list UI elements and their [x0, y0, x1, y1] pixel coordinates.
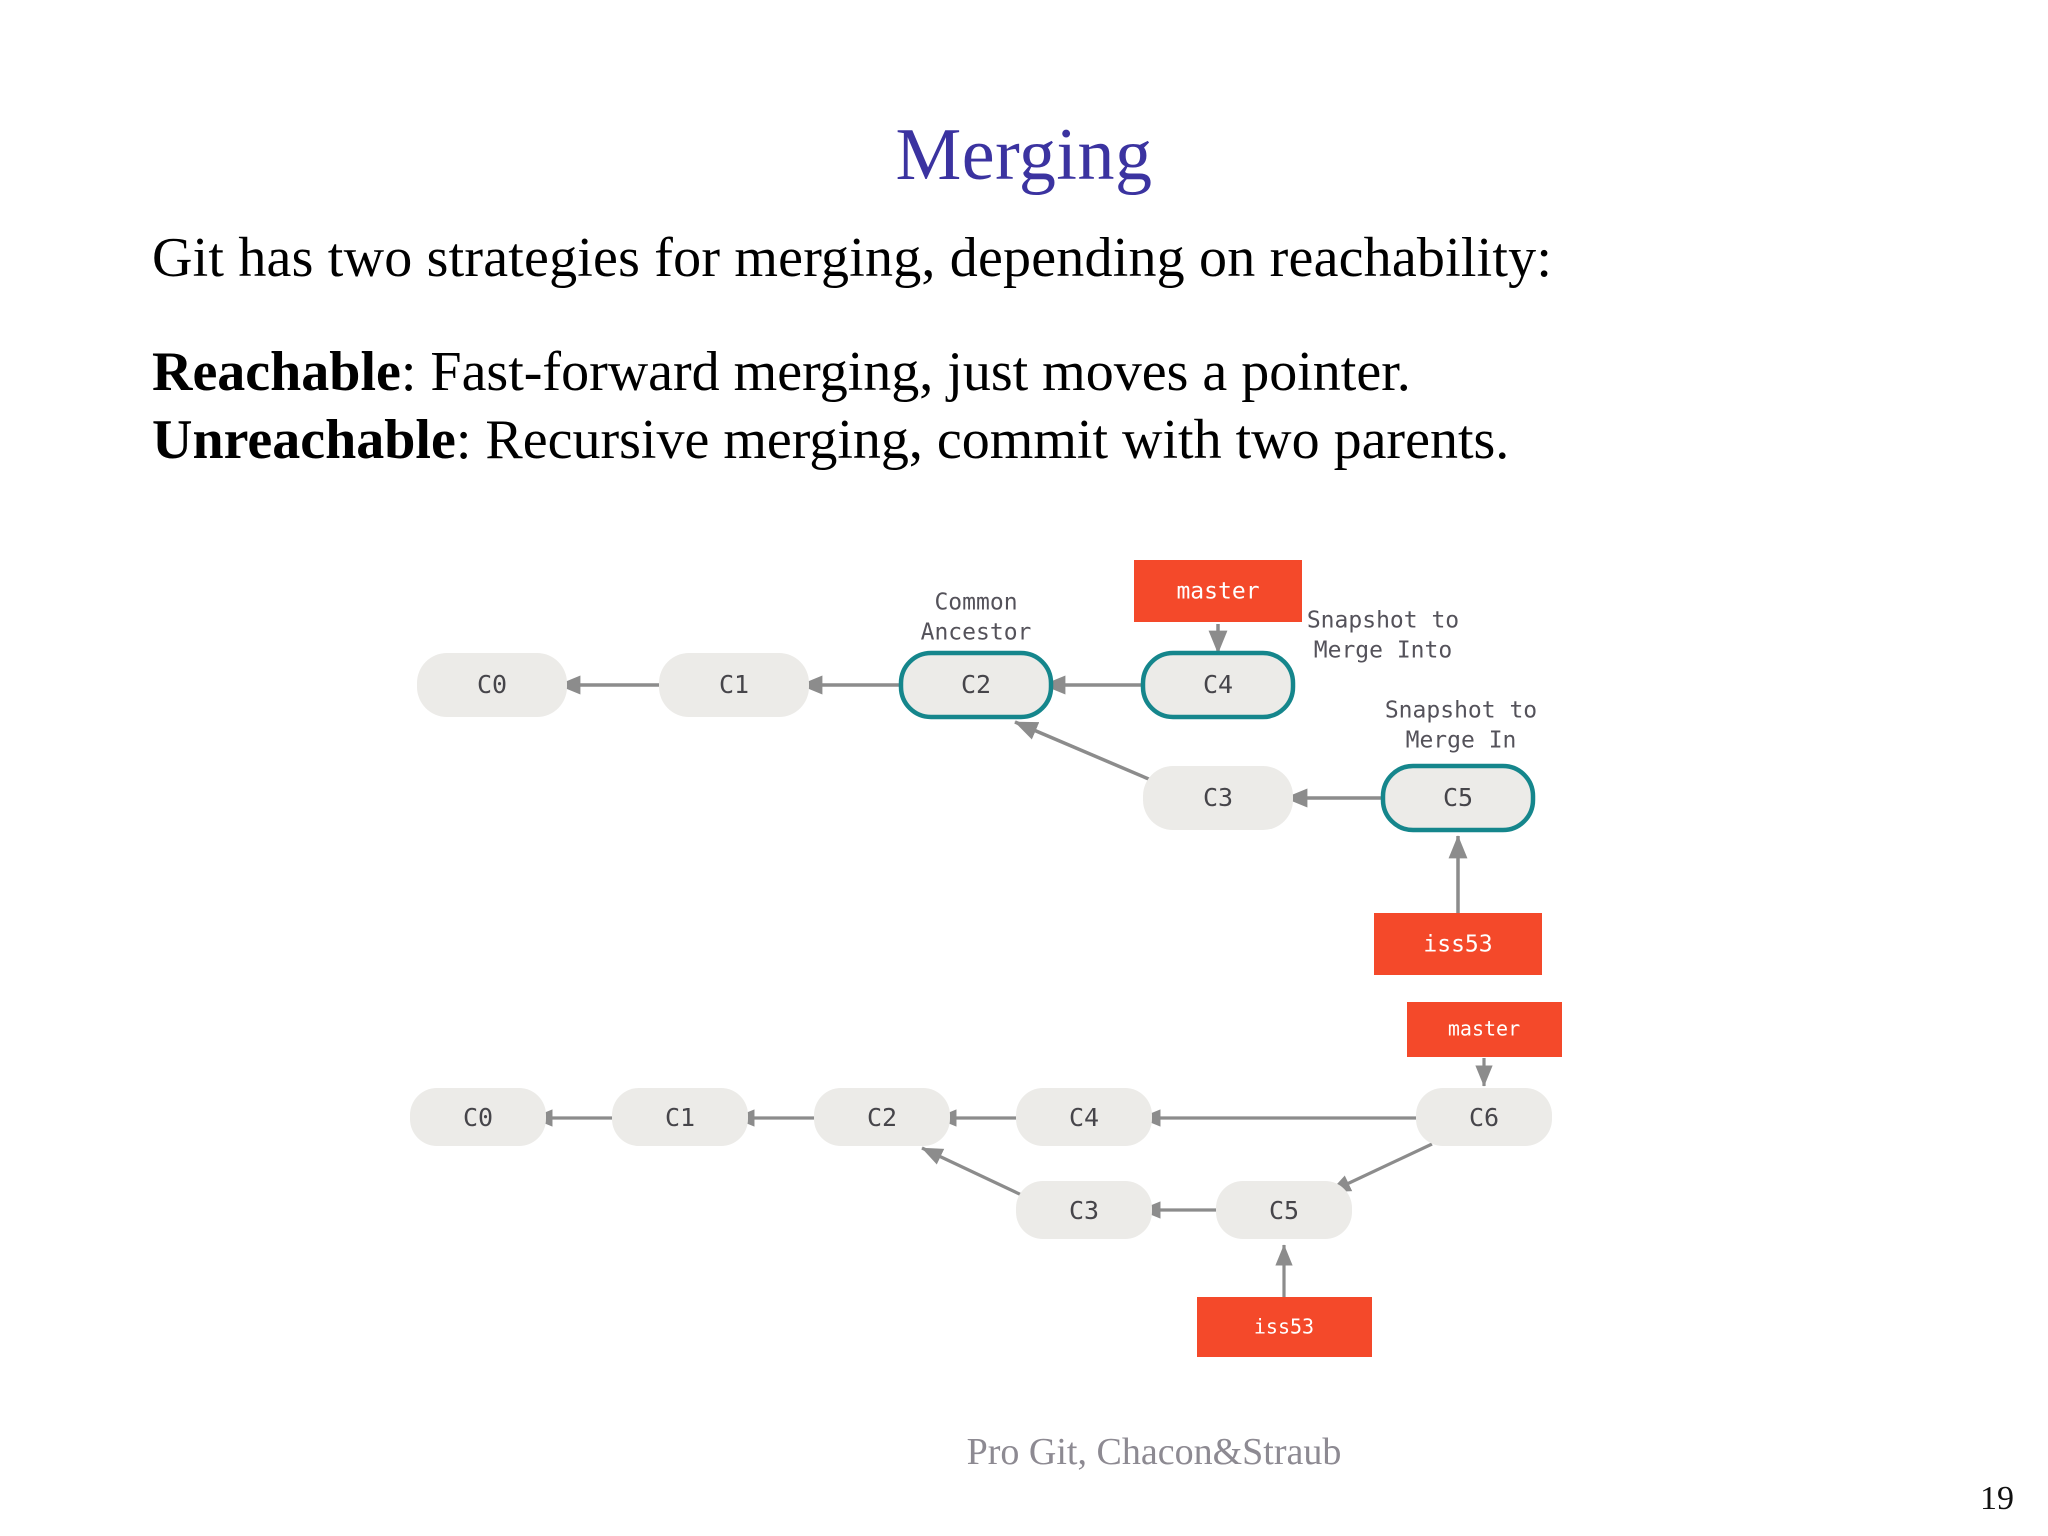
commit-node-label: C0: [463, 1103, 493, 1132]
unreachable-lead: Unreachable: [152, 409, 456, 471]
commit-node-label: C0: [477, 670, 507, 699]
commit-node-c1-top: C1: [659, 653, 809, 717]
annotation-merge-into-line1: Snapshot to: [1307, 608, 1459, 634]
commit-node-label: C1: [665, 1103, 695, 1132]
bottom-refs: master iss53: [1197, 1002, 1562, 1357]
commit-node-c3-top: C3: [1143, 766, 1293, 830]
attribution-text: Pro Git, Chacon&Straub: [966, 1431, 1342, 1473]
commit-node-c2-bottom: C2: [814, 1088, 950, 1146]
unreachable-line: Unreachable: Recursive merging, commit w…: [152, 412, 1932, 468]
ref-box-label: master: [1448, 1017, 1520, 1041]
commit-node-c5-top: C5: [1380, 763, 1536, 833]
annotation-merge-in-line1: Snapshot to: [1385, 698, 1537, 724]
ref-box-label: iss53: [1254, 1315, 1314, 1339]
ref-box-master-bottom: master: [1407, 1002, 1562, 1057]
commit-node-c5-bottom: C5: [1216, 1181, 1352, 1239]
bottom-nodes: C0 C1 C2 C4 C6: [410, 1088, 1552, 1239]
unreachable-rest: : Recursive merging, commit with two par…: [455, 409, 1510, 471]
ref-box-label: iss53: [1423, 932, 1492, 958]
ref-box-master-top: master: [1134, 560, 1302, 622]
diagram-top: Common Ancestor Snapshot to Merge Into S…: [417, 560, 1542, 975]
annotation-common-ancestor-line1: Common: [934, 590, 1017, 616]
commit-node-c4-top: C4: [1140, 650, 1296, 720]
commit-node-c2-top: C2: [898, 650, 1054, 720]
commit-node-c0-top: C0: [417, 653, 567, 717]
commit-node-label: C6: [1469, 1103, 1499, 1132]
annotation-merge-in-line2: Merge In: [1406, 728, 1517, 754]
edge-c6-c5-b: [1329, 1142, 1433, 1194]
commit-node-c6-bottom: C6: [1416, 1088, 1552, 1146]
edge-c3-c2-b: [921, 1146, 1029, 1200]
commit-node-label: C2: [867, 1103, 897, 1132]
intro-line: Git has two strategies for merging, depe…: [152, 227, 1553, 289]
diagram-bottom: C0 C1 C2 C4 C6: [410, 1002, 1562, 1357]
git-merge-svg: Common Ancestor Snapshot to Merge Into S…: [410, 560, 1562, 1357]
top-nodes: C0 C1 C2 C4 C3: [417, 650, 1536, 833]
commit-node-c3-bottom: C3: [1016, 1181, 1152, 1239]
top-edges: [557, 624, 1468, 913]
reachable-lead: Reachable: [152, 341, 401, 403]
commit-node-label: C5: [1269, 1196, 1299, 1225]
page-title: Merging: [895, 114, 1153, 196]
annotation-common-ancestor-line2: Ancestor: [921, 620, 1032, 646]
bottom-edges: [531, 1058, 1493, 1297]
commit-node-label: C5: [1443, 783, 1473, 812]
commit-node-label: C3: [1203, 783, 1233, 812]
body-text-block: Git has two strategies for merging, depe…: [152, 230, 1932, 468]
commit-node-label: C2: [961, 670, 991, 699]
annotation-merge-into-line2: Merge Into: [1314, 638, 1452, 664]
reachable-line: Reachable: Fast-forward merging, just mo…: [152, 344, 1932, 400]
commit-node-label: C1: [719, 670, 749, 699]
commit-node-label: C3: [1069, 1196, 1099, 1225]
page-number: 19: [1980, 1480, 2014, 1517]
commit-node-c1-bottom: C1: [612, 1088, 748, 1146]
ref-box-iss53-top: iss53: [1374, 913, 1542, 975]
reachable-rest: : Fast-forward merging, just moves a poi…: [400, 341, 1411, 403]
ref-box-label: master: [1176, 579, 1259, 605]
top-annotations: Common Ancestor Snapshot to Merge Into S…: [921, 590, 1538, 754]
commit-node-label: C4: [1203, 670, 1233, 699]
git-merge-figure: Common Ancestor Snapshot to Merge Into S…: [0, 540, 2048, 1400]
edge-c3-c2: [1014, 720, 1159, 785]
commit-node-c0-bottom: C0: [410, 1088, 546, 1146]
commit-node-c4-bottom: C4: [1016, 1088, 1152, 1146]
commit-node-label: C4: [1069, 1103, 1099, 1132]
top-refs: master iss53: [1134, 560, 1542, 975]
ref-box-iss53-bottom: iss53: [1197, 1297, 1372, 1357]
